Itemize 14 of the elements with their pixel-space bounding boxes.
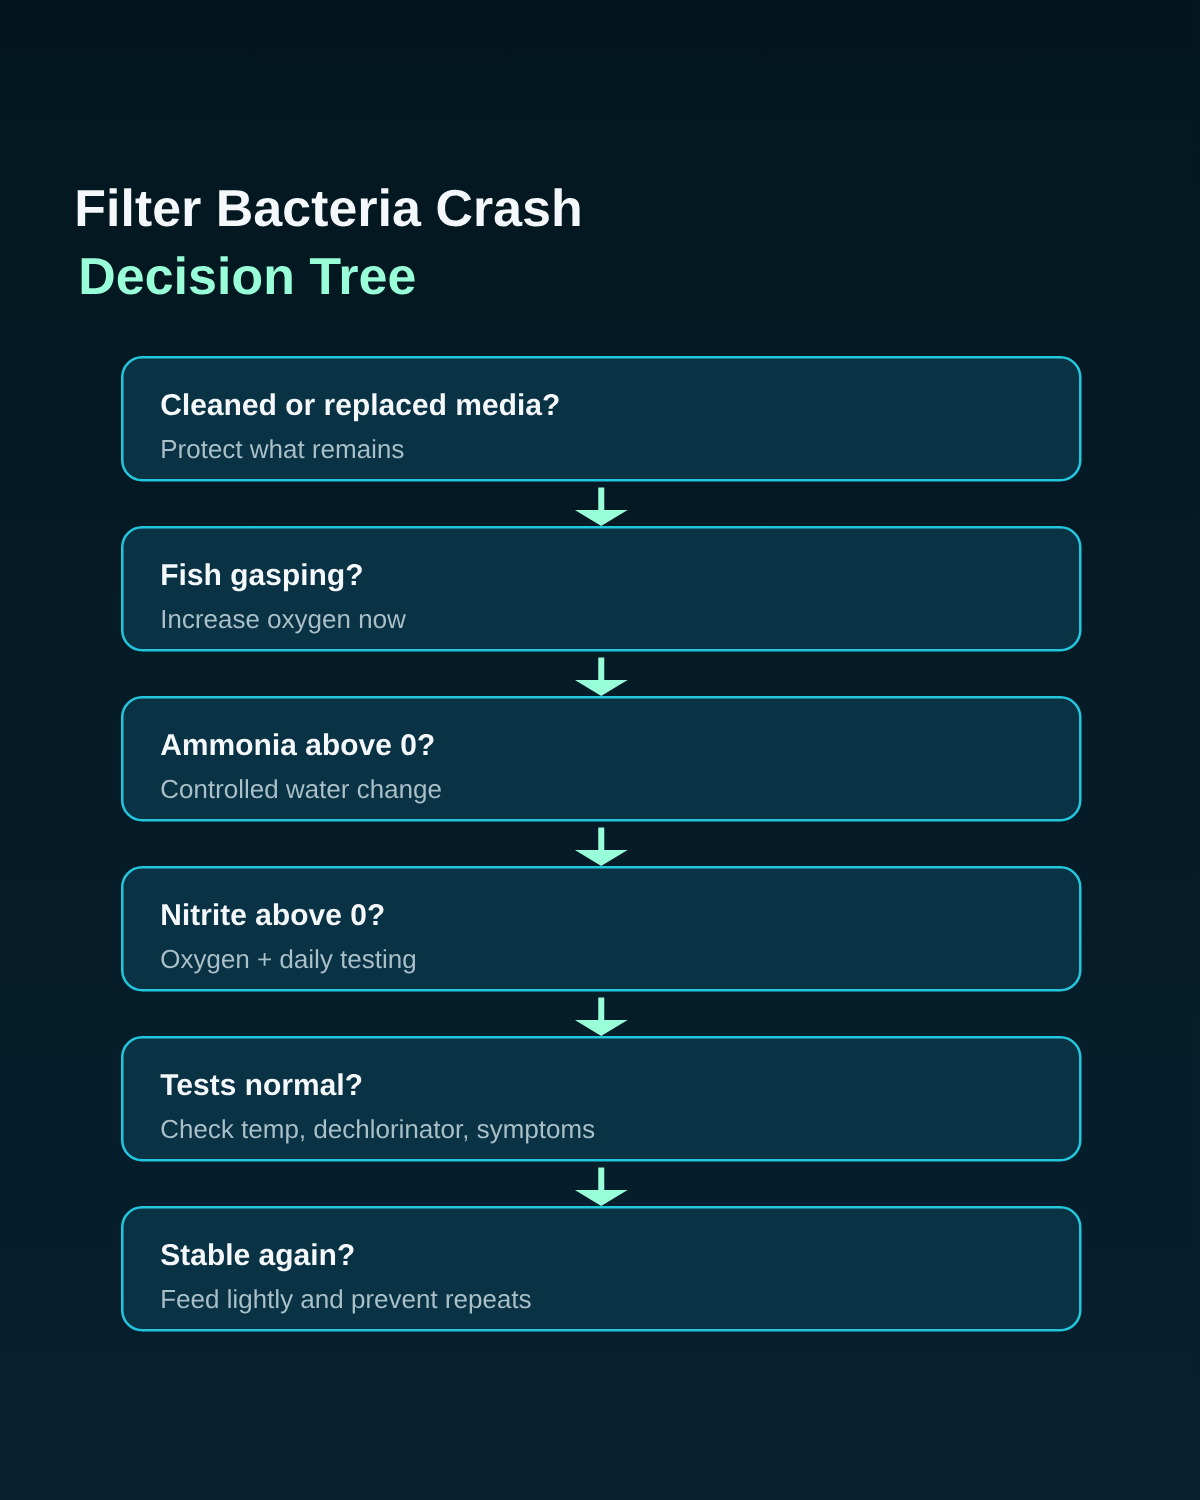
box-text: Controlled water change [161,779,441,804]
box-heading: Nitrite above 0? [162,903,384,926]
box-heading: Tests normal? [160,1073,362,1096]
box-heading: Stable again? [161,1243,354,1272]
box-text: Oxygen + daily testing [161,949,415,974]
box-text: Protect what remains [162,439,404,459]
box-heading: Fish gasping? [162,563,362,592]
box-text: Increase oxygen now [162,610,406,634]
title: Filter Bacteria Crash [77,188,580,227]
subtitle: Decision Tree [81,256,415,295]
box-heading: Cleaned or replaced media? [161,393,559,422]
box-text: Check temp, dechlorinator, symptoms [161,1119,595,1144]
box-text: Feed lightly and prevent repeats [162,1289,531,1314]
box-heading: Ammonia above 0? [160,733,434,756]
